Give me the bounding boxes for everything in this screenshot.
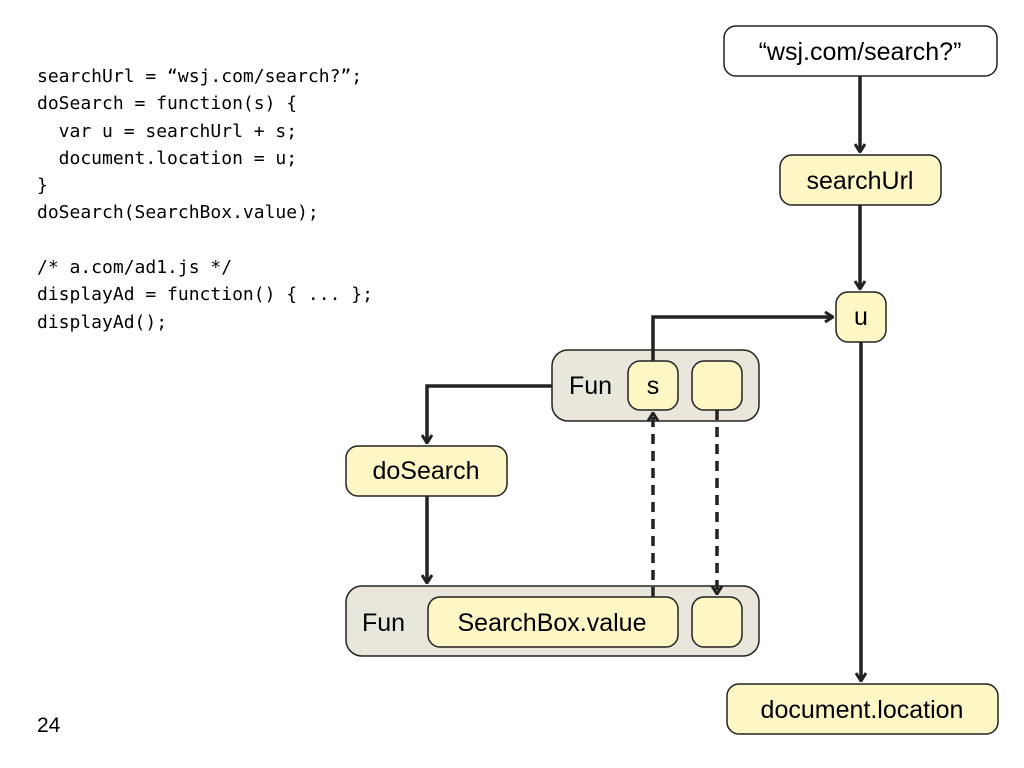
page-number: 24 (37, 714, 61, 737)
string-literal-label: “wsj.com/search?” (759, 38, 962, 66)
code-line: document.location = u; (37, 147, 298, 169)
code-line: doSearch = function(s) { (37, 93, 298, 115)
fun-bottom-arg-node (427, 596, 679, 648)
dosearch-label: doSearch (372, 457, 479, 485)
code-line: displayAd = function() { ... }; (37, 284, 373, 306)
edge-s-to-u (651, 317, 833, 361)
u-label: u (854, 303, 868, 331)
edge-fun-top-to-dosearch (427, 384, 552, 443)
fun-bottom-arg-label: SearchBox.value (457, 609, 646, 637)
fun-top-return-node (691, 360, 743, 411)
code-line: displayAd(); (37, 311, 168, 333)
fun-bottom-return-node (691, 596, 743, 648)
document-location-label: document.location (761, 696, 964, 724)
document-location-node (726, 683, 999, 735)
code-listing: searchUrl = “wsj.com/search?”; doSearch =… (37, 63, 373, 336)
code-line: searchUrl = “wsj.com/search?”; (37, 66, 363, 87)
fun-bottom-label: Fun (362, 609, 405, 637)
code-line: } (37, 175, 48, 197)
code-line: doSearch(SearchBox.value); (37, 202, 319, 224)
fun-top-label: Fun (569, 372, 612, 400)
code-line: var u = searchUrl + s; (37, 120, 298, 142)
searchurl-label: searchUrl (807, 167, 914, 195)
fun-top-param-label: s (647, 372, 660, 400)
code-line: /* a.com/ad1.js */ (37, 257, 233, 279)
